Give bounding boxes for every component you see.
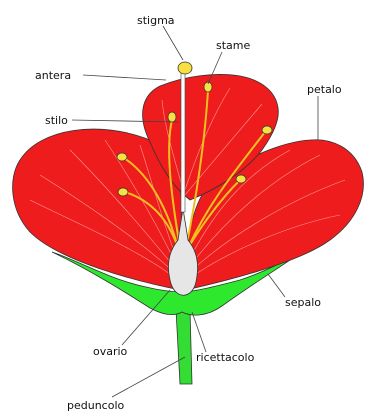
- anther: [117, 153, 127, 161]
- label-antera: antera: [35, 69, 71, 82]
- label-petalo: petalo: [307, 83, 342, 96]
- anther: [236, 175, 246, 183]
- label-stame: stame: [216, 39, 251, 52]
- style: [181, 72, 185, 212]
- anther: [168, 112, 176, 122]
- label-stilo: stilo: [45, 114, 68, 127]
- stigma: [178, 62, 192, 74]
- label-sepalo: sepalo: [285, 296, 321, 309]
- anther: [262, 126, 272, 134]
- peduncle-stem: [176, 310, 192, 384]
- anther: [118, 188, 128, 196]
- label-peduncolo: peduncolo: [67, 399, 125, 412]
- label-ricettacolo: ricettacolo: [196, 351, 255, 364]
- label-stigma: stigma: [137, 14, 175, 27]
- label-ovario: ovario: [93, 345, 128, 358]
